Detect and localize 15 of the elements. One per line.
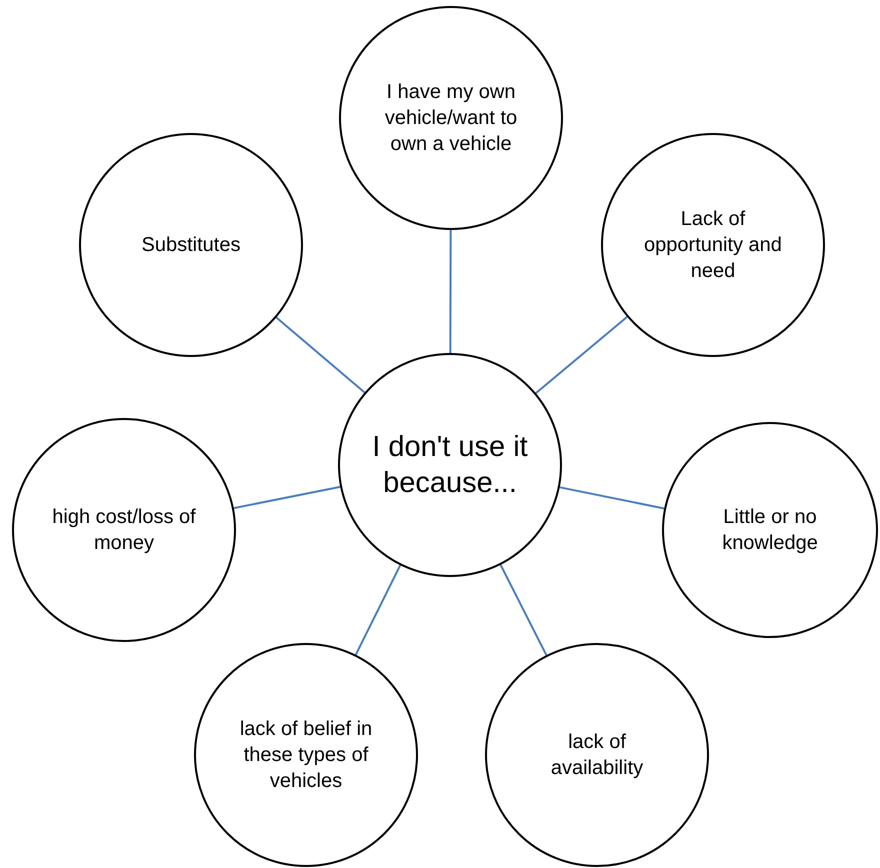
node-label: Little or no knowledge bbox=[721, 505, 819, 556]
node-label: high cost/loss of money bbox=[51, 505, 197, 556]
connector-line bbox=[449, 230, 452, 353]
connector-line bbox=[234, 486, 340, 510]
connector-line bbox=[500, 564, 548, 656]
node-label: I don't use it because... bbox=[371, 430, 529, 501]
node-label: lack of availability bbox=[550, 730, 644, 781]
connector-line bbox=[535, 316, 628, 394]
connector-line bbox=[560, 486, 664, 510]
connector-line bbox=[354, 564, 402, 656]
node-label: I have my own vehicle/want to own a vehicle bbox=[384, 80, 518, 157]
node-label: Substitutes bbox=[142, 233, 240, 258]
node-label: lack of belief in these types of vehicles bbox=[238, 717, 374, 794]
node-label: Lack of opportunity and need bbox=[643, 207, 783, 284]
connector-line bbox=[276, 316, 366, 394]
